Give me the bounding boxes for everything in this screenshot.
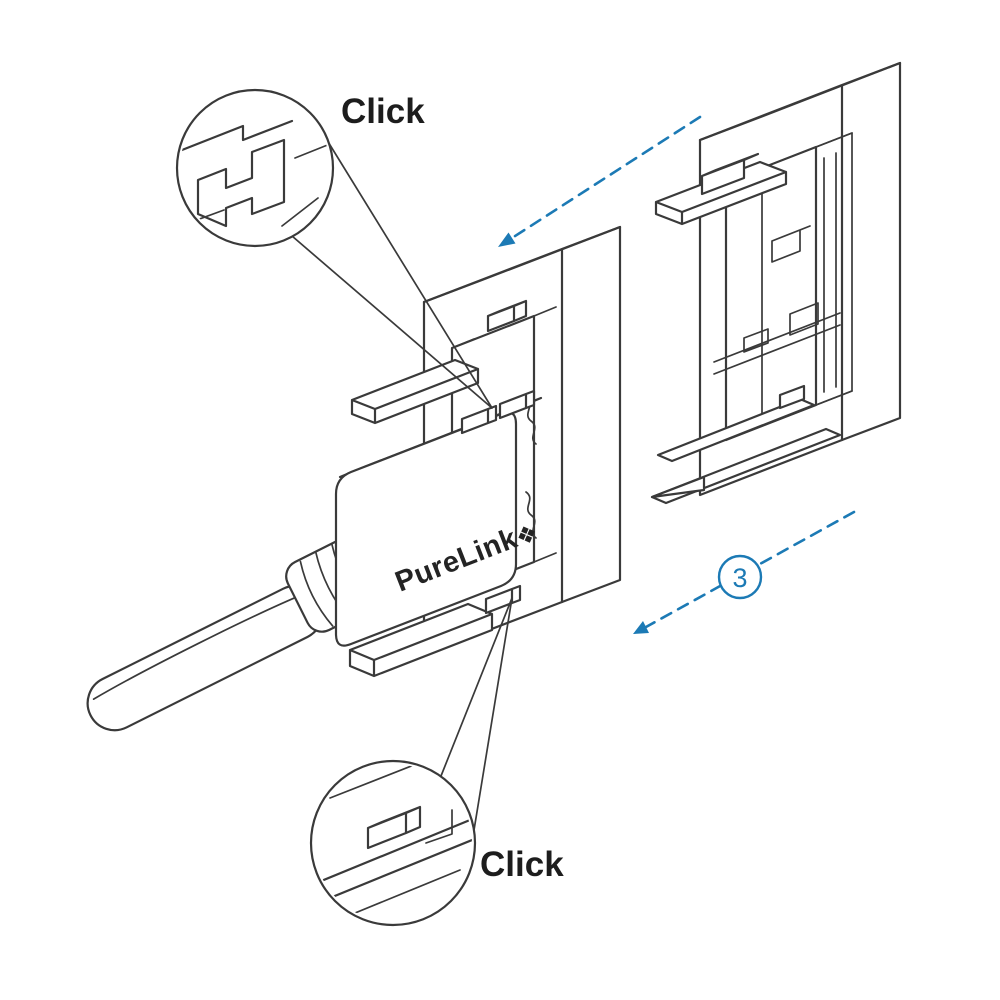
connector-top-latches bbox=[460, 389, 536, 435]
connector: PureLink ❖ bbox=[334, 389, 543, 647]
cover-back-wall bbox=[761, 132, 853, 427]
latch-detail-bottom-channel bbox=[314, 818, 472, 904]
cover-inner-clip-lower bbox=[789, 302, 819, 336]
click-label-bottom: Click bbox=[480, 845, 564, 884]
cover-top-plate-bump bbox=[700, 152, 760, 196]
connector-front-face bbox=[334, 411, 518, 647]
latch-detail-top-hook bbox=[196, 138, 286, 228]
frame-opening-depth-ticks bbox=[451, 306, 557, 563]
arrowhead-lower-icon bbox=[633, 621, 649, 634]
latch-detail-bottom-bump bbox=[366, 805, 422, 850]
boot-ribs bbox=[299, 536, 382, 627]
cover-release-levers bbox=[650, 384, 842, 505]
latch-detail-top-wall bbox=[180, 119, 294, 152]
cover-edges bbox=[698, 61, 902, 442]
step-badge-circle bbox=[717, 554, 763, 600]
release-lever-clip bbox=[778, 384, 806, 410]
step-badge: 3 bbox=[717, 554, 763, 600]
release-lever-tip bbox=[650, 475, 706, 499]
cover-frame bbox=[650, 61, 902, 505]
upper-wing bbox=[350, 358, 480, 425]
cover-shelf bbox=[713, 312, 841, 375]
connector-bottom-latch bbox=[484, 584, 522, 615]
callout-bottom: Click bbox=[309, 597, 564, 927]
arrowhead-upper-icon bbox=[498, 232, 516, 247]
latch-detail-top bbox=[180, 119, 330, 229]
click-label-top: Click bbox=[341, 92, 425, 131]
cover-inner-channel bbox=[823, 152, 837, 393]
step-number: 3 bbox=[732, 563, 747, 593]
latch-detail-bottom-lines bbox=[329, 764, 461, 921]
release-lever-upper bbox=[656, 397, 816, 463]
keystone-wings bbox=[348, 358, 494, 678]
cable-contour bbox=[92, 592, 306, 701]
magnifier-circle-top bbox=[175, 88, 335, 248]
zoom-cone-top bbox=[291, 131, 493, 409]
assembly-arrow-upper bbox=[510, 115, 702, 240]
frame-top-pin bbox=[486, 299, 528, 333]
magnifier-circle-bottom bbox=[309, 759, 477, 927]
latch-detail-bottom bbox=[314, 764, 472, 921]
frame-edges bbox=[422, 225, 622, 604]
lower-wing bbox=[348, 602, 494, 678]
cover-inner-clip-upper bbox=[771, 225, 811, 263]
callout-top: Click bbox=[175, 88, 493, 409]
cable-body bbox=[86, 584, 324, 732]
